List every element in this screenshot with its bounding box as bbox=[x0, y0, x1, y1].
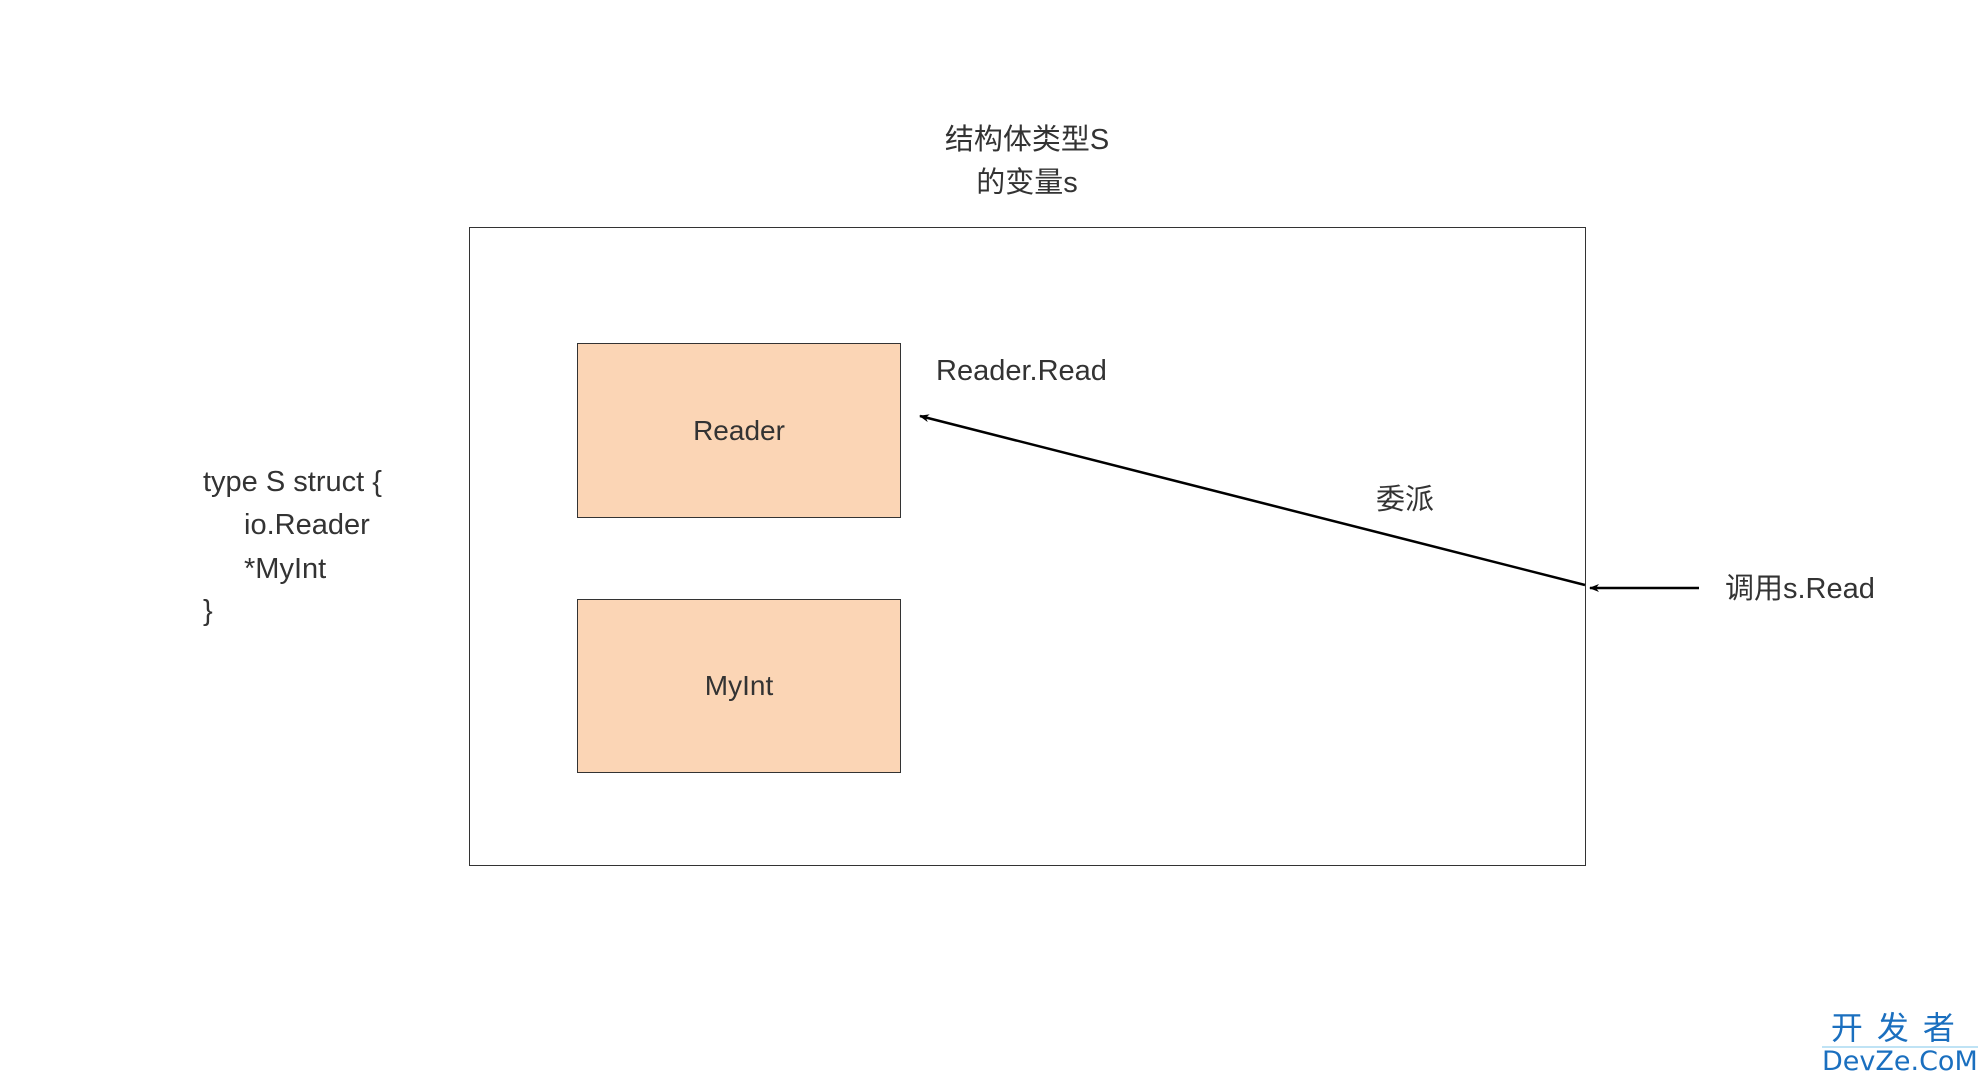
struct-variable-box bbox=[469, 227, 1586, 866]
delegate-label: 委派 bbox=[1376, 484, 1435, 516]
myint-field-label: MyInt bbox=[704, 670, 774, 701]
code-line-1: type S struct { bbox=[203, 466, 382, 498]
call-label: 调用s.Read bbox=[1725, 573, 1875, 605]
reader-field-box: Reader bbox=[577, 343, 901, 518]
watermark-cn: 开发者 bbox=[1822, 1010, 1978, 1048]
struct-title-line2: 的变量s bbox=[976, 167, 1078, 199]
code-line-2: io.Reader bbox=[244, 509, 370, 541]
code-line-3: *MyInt bbox=[244, 553, 327, 585]
delegate-arrow bbox=[919, 414, 1586, 587]
watermark-logo: 开发者 DevZe.CoM bbox=[1822, 1010, 1978, 1076]
method-label: Reader.Read bbox=[936, 355, 1107, 387]
reader-field-label: Reader bbox=[693, 414, 785, 446]
struct-title-line1: 结构体类型S bbox=[944, 124, 1110, 156]
code-line-4: } bbox=[203, 595, 213, 627]
myint-field-box: MyInt bbox=[577, 599, 901, 773]
watermark-en: DevZe.CoM bbox=[1822, 1046, 1978, 1077]
